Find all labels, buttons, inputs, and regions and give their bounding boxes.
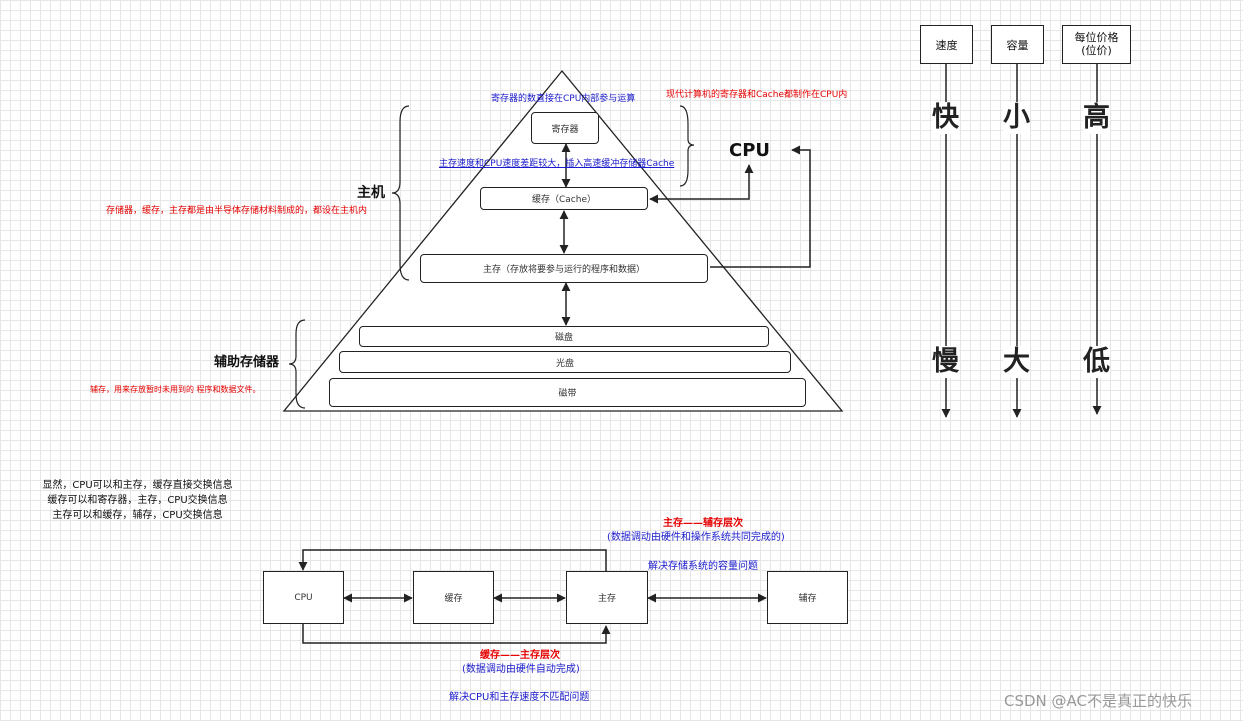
flow-box-main: 主存 xyxy=(566,571,648,624)
aux-brace xyxy=(288,319,306,409)
cache-main-subtitle: (数据调动由硬件自动完成) xyxy=(462,664,580,675)
cache-main-purpose: 解决CPU和主存速度不匹配问题 xyxy=(449,692,590,703)
host-label: 主机 xyxy=(357,185,385,201)
main-aux-title: 主存——辅存层次 xyxy=(663,518,743,529)
host-brace xyxy=(391,105,410,281)
layer-optical: 光盘 xyxy=(339,351,791,373)
aux-label: 辅助存储器 xyxy=(214,355,280,370)
price-top-label: 高 xyxy=(1083,102,1110,135)
cpu-internal-note: 现代计算机的寄存器和Cache都制作在CPU内 xyxy=(666,90,848,100)
cache-main-title: 缓存——主存层次 xyxy=(480,650,560,661)
arrow-main-cpu xyxy=(710,145,811,268)
layer-register: 寄存器 xyxy=(531,112,599,144)
price-header: 每位价格 (位价) xyxy=(1062,25,1131,64)
exchange-notes: 显然，CPU可以和主存，缓存直接交换信息 缓存可以和寄存器，主存，CPU交换信息… xyxy=(25,478,250,523)
watermark: CSDN @AC不是真正的快乐 xyxy=(1004,692,1193,710)
cpu-label: CPU xyxy=(729,140,771,161)
arrow-cpu-cache xyxy=(649,164,754,204)
flow-box-aux: 辅存 xyxy=(767,571,848,624)
aux-note: 辅存，用来存放暂时未用到的 程序和数据文件。 xyxy=(90,385,261,394)
price-bottom-label: 低 xyxy=(1083,346,1110,379)
main-aux-purpose: 解决存储系统的容量问题 xyxy=(648,561,758,572)
layer-tape: 磁带 xyxy=(329,378,806,407)
main-aux-subtitle: (数据调动由硬件和操作系统共同完成的) xyxy=(607,532,785,543)
price-header-line1: 每位价格 xyxy=(1074,30,1119,44)
speed-top-label: 快 xyxy=(932,102,959,135)
flow-arrow-main-to-cpu-top xyxy=(298,549,607,571)
flow-box-cpu: CPU xyxy=(263,571,344,624)
host-note: 存储器，缓存，主存都是由半导体存储材料制成的，都设在主机内 xyxy=(106,206,368,216)
layer-main-memory: 主存（存放将要参与运行的程序和数据） xyxy=(420,254,708,283)
cpu-brace xyxy=(679,105,695,187)
exchange-note-1: 显然，CPU可以和主存，缓存直接交换信息 xyxy=(42,480,233,491)
capacity-header: 容量 xyxy=(991,25,1044,64)
capacity-bottom-label: 大 xyxy=(1003,346,1030,379)
exchange-note-2: 缓存可以和寄存器，主存，CPU交换信息 xyxy=(47,495,228,506)
layer-disk: 磁盘 xyxy=(359,326,769,347)
register-note: 寄存器的数直接在CPU内部参与运算 xyxy=(491,94,636,104)
flow-box-cache: 缓存 xyxy=(413,571,494,624)
price-header-line2: (位价) xyxy=(1081,43,1112,57)
exchange-note-3: 主存可以和缓存，辅存，CPU交换信息 xyxy=(52,510,223,521)
speed-bottom-label: 慢 xyxy=(932,346,959,379)
layer-cache: 缓存（Cache） xyxy=(480,187,648,210)
flow-arrow-cpu-to-main-bottom xyxy=(302,624,611,644)
speed-header: 速度 xyxy=(920,25,973,64)
capacity-top-label: 小 xyxy=(1003,102,1030,135)
cache-note: 主存速度和CPU速度差距较大，插入高速缓冲存储器Cache xyxy=(439,159,675,169)
